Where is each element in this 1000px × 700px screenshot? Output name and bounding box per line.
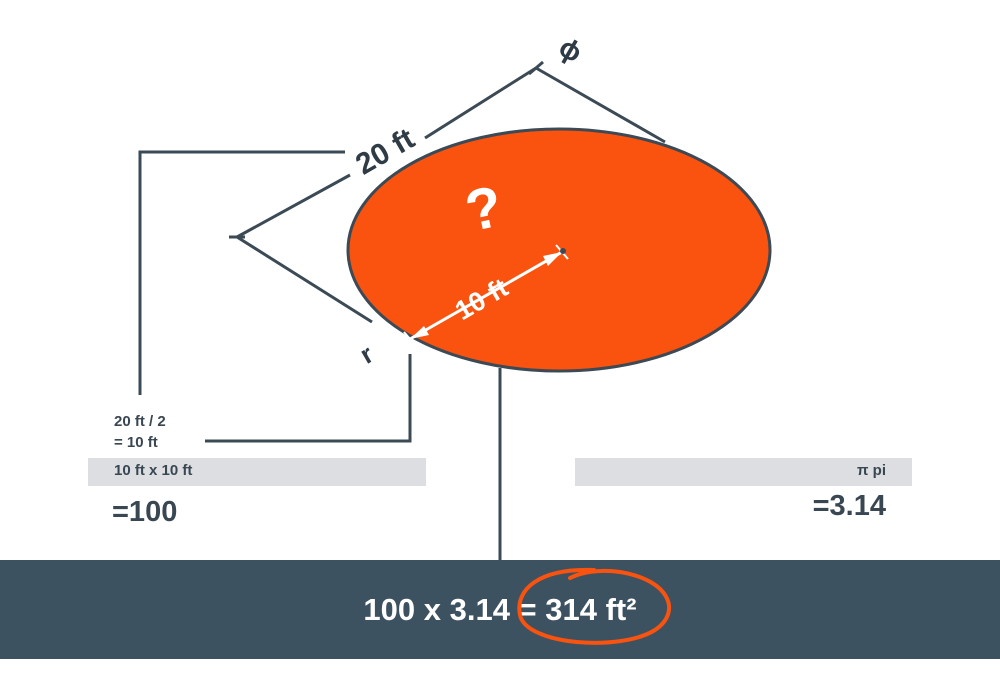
right-expression-bar: π pi — [575, 458, 912, 486]
left-expression-bar: 10 ft x 10 ft — [88, 458, 426, 486]
result-equation: 100 x 3.14 = 314 ft² — [363, 592, 637, 627]
radius-arrowhead-outer — [410, 326, 429, 339]
square-result: =100 — [112, 496, 178, 528]
diameter-line-left — [236, 235, 373, 324]
radius-bracket-line — [205, 354, 412, 443]
radius-arrow-line — [409, 250, 563, 341]
radius-tick-outer — [403, 331, 417, 347]
diameter-line-upper — [424, 66, 537, 140]
diameter-line-lower — [236, 173, 351, 239]
pi-label: π pi — [857, 462, 886, 479]
result-footer: 100 x 3.14 = 314 ft² — [0, 560, 1000, 659]
radius-symbol: r — [355, 339, 379, 370]
diameter-line-right — [535, 66, 666, 144]
pi-value: =3.14 — [812, 490, 886, 522]
left-bracket-line — [138, 150, 345, 395]
diameter-tick-top — [528, 60, 544, 76]
step-line-1: 20 ft / 2 — [114, 413, 166, 430]
square-expression: 10 ft x 10 ft — [114, 462, 193, 479]
phi-symbol: ɸ — [554, 31, 588, 68]
step-line-2: = 10 ft — [114, 434, 158, 451]
radius-arrowhead-inner — [543, 252, 562, 266]
center-point — [560, 248, 566, 254]
